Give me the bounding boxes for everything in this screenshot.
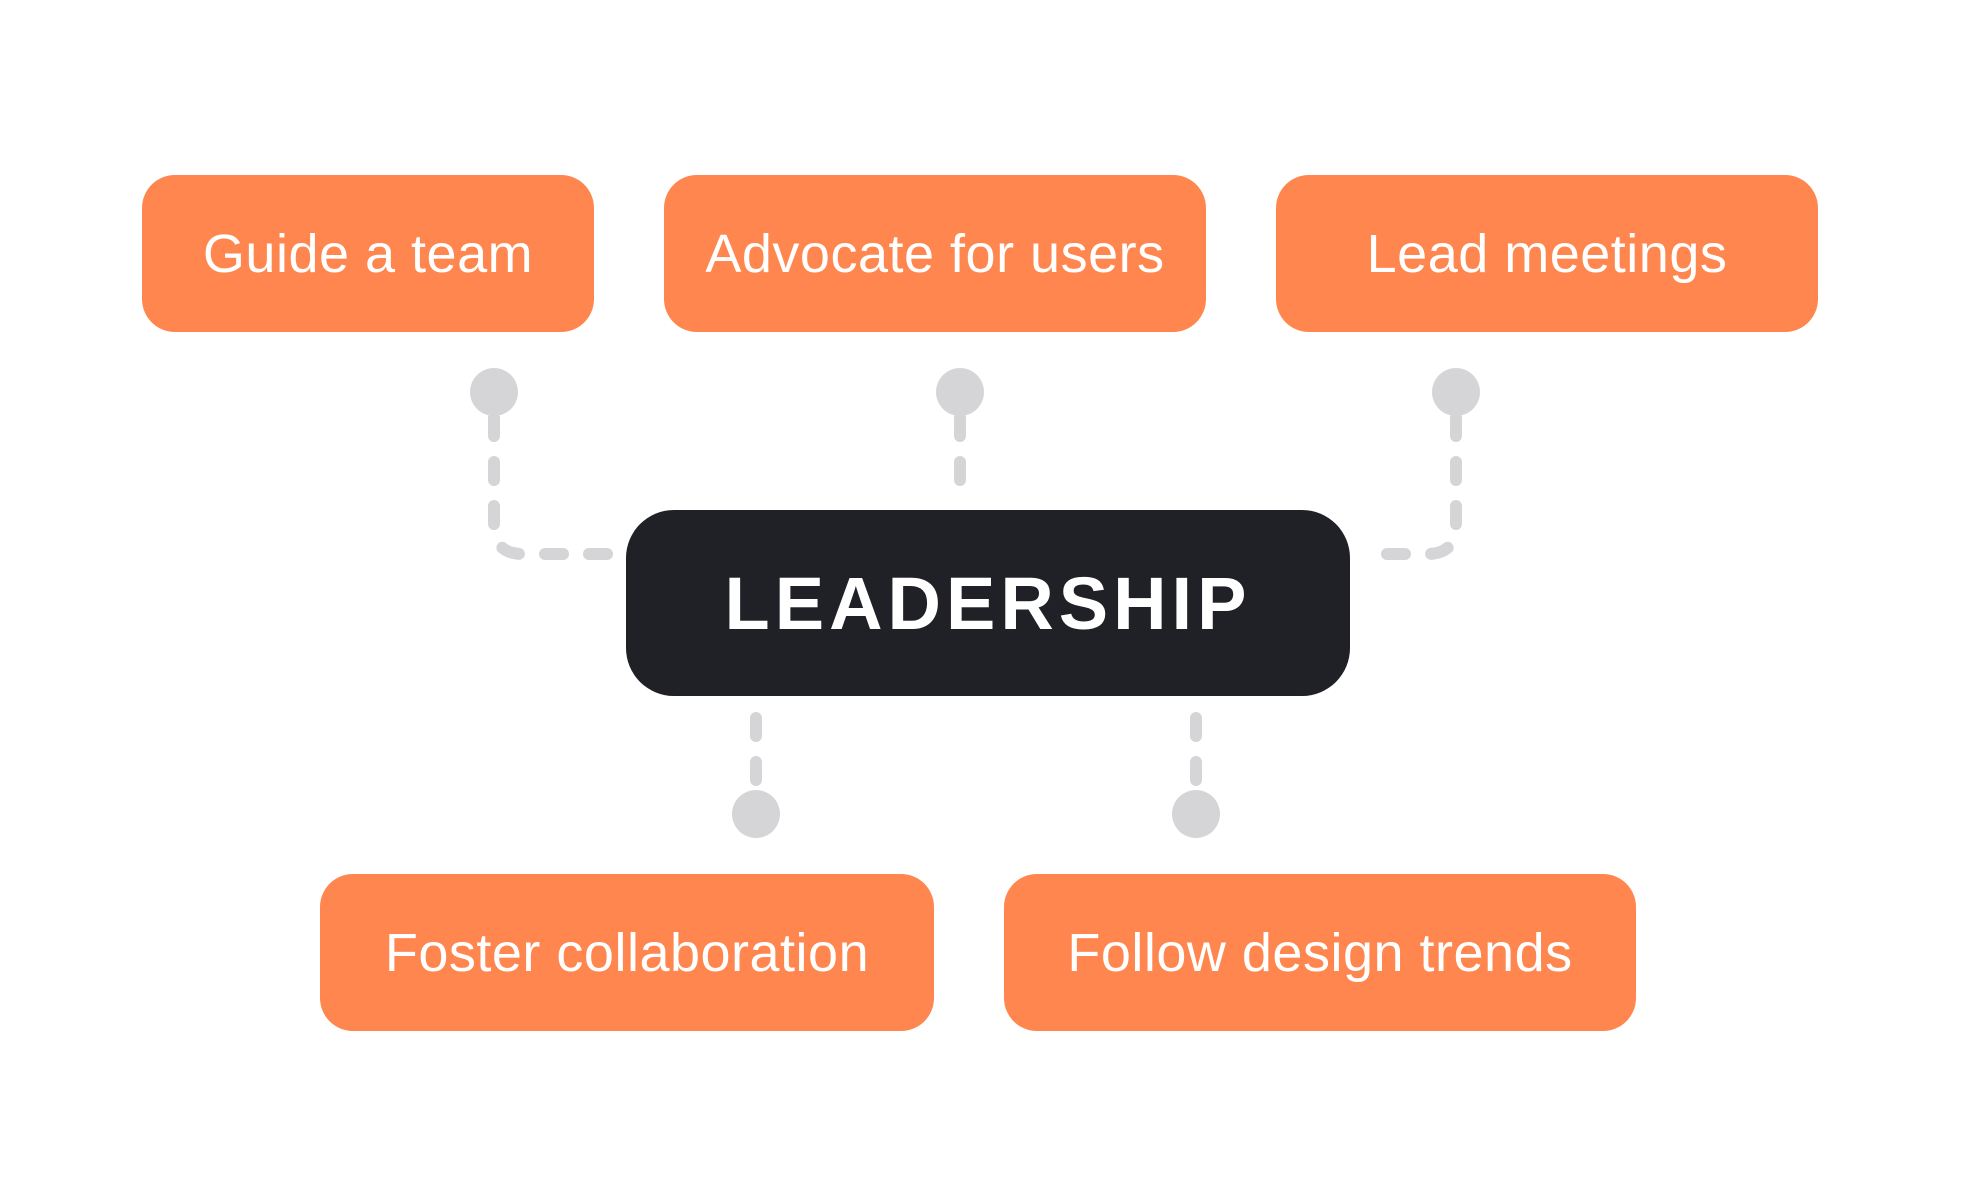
node-follow-design-trends: Follow design trends [1004, 874, 1636, 1031]
connector-dot-foster-collaboration [732, 790, 780, 838]
central-node-leadership: LEADERSHIP [626, 510, 1350, 696]
connector-dot-advocate-for-users [936, 368, 984, 416]
central-node-label: LEADERSHIP [724, 561, 1252, 645]
node-foster-collaboration: Foster collaboration [320, 874, 934, 1031]
connector-dot-follow-design-trends [1172, 790, 1220, 838]
node-advocate-for-users: Advocate for users [664, 175, 1206, 332]
node-label: Advocate for users [705, 223, 1165, 284]
node-lead-meetings: Lead meetings [1276, 175, 1818, 332]
connector-dot-guide-a-team [470, 368, 518, 416]
connector-dot-lead-meetings [1432, 368, 1480, 416]
node-label: Lead meetings [1366, 223, 1728, 284]
node-label: Guide a team [202, 223, 534, 284]
node-label: Follow design trends [1067, 922, 1573, 983]
node-label: Foster collaboration [384, 922, 870, 983]
connector-lead-meetings [1360, 412, 1462, 560]
node-guide-a-team: Guide a team [142, 175, 594, 332]
connector-guide-a-team [488, 412, 618, 560]
